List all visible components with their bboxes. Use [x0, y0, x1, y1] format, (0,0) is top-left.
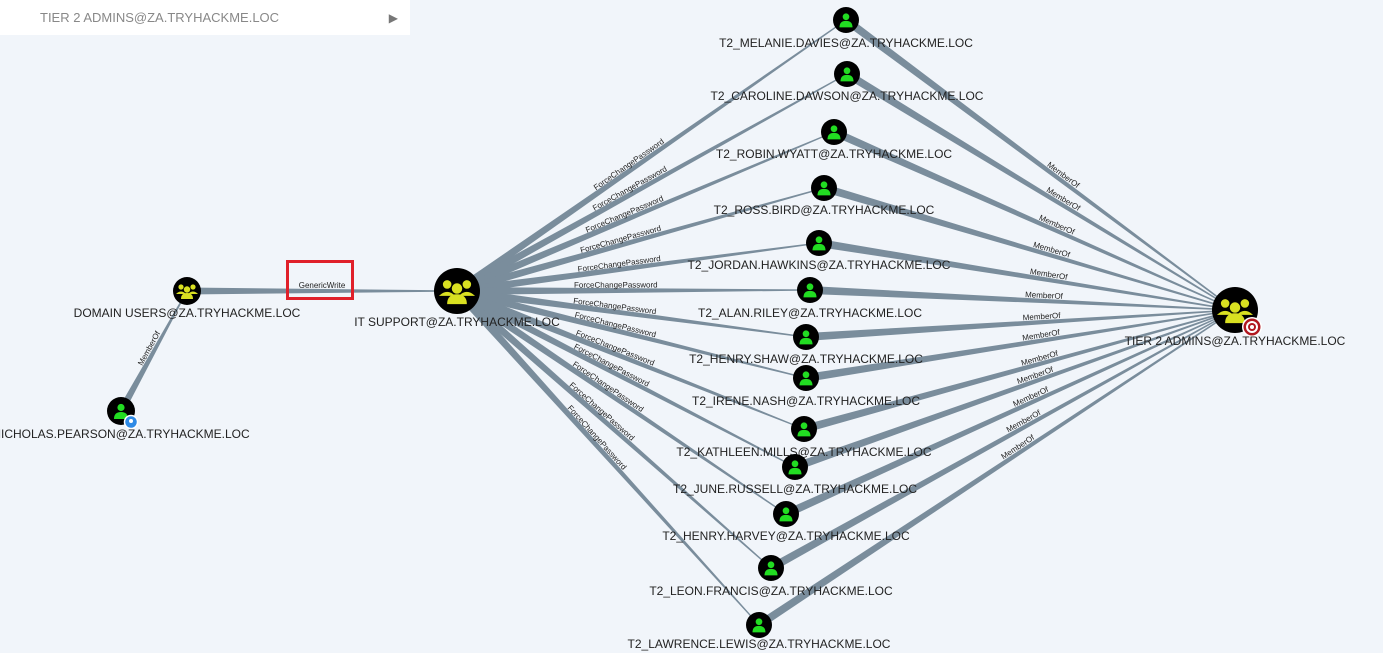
group-icon [176, 284, 198, 299]
node-label: T2_JORDAN.HAWKINS@ZA.TRYHACKME.LOC [688, 258, 951, 272]
node-label: T2_ALAN.RILEY@ZA.TRYHACKME.LOC [698, 306, 922, 320]
edge-line[interactable] [832, 128, 1236, 311]
edge-line[interactable] [844, 70, 1236, 311]
user-icon [803, 283, 817, 298]
edge-line[interactable] [456, 242, 820, 295]
edge-memberof[interactable]: MemberOf [805, 309, 1236, 341]
edge-line[interactable] [454, 288, 760, 626]
node-label: T2_ROBIN.WYATT@ZA.TRYHACKME.LOC [716, 147, 953, 161]
user-icon [799, 330, 813, 345]
user-node[interactable]: T2_HENRY.SHAW@ZA.TRYHACKME.LOC [689, 324, 923, 366]
node-label: T2_IRENE.NASH@ZA.TRYHACKME.LOC [692, 394, 920, 408]
edge-forcechangepassword[interactable]: ForceChangePassword [456, 280, 811, 295]
generic-write-highlight-box [286, 260, 354, 300]
edge-line[interactable] [802, 309, 1236, 433]
node-label: IT SUPPORT@ZA.TRYHACKME.LOC [354, 315, 560, 329]
user-icon [839, 13, 853, 28]
edge-line[interactable] [822, 184, 1236, 311]
user-node[interactable]: NICHOLAS.PEARSON@ZA.TRYHACKME.LOC [0, 397, 250, 441]
edge-line[interactable] [456, 287, 807, 338]
edge-line[interactable] [456, 287, 811, 295]
edge-line[interactable] [456, 287, 807, 379]
edge-line[interactable] [843, 16, 1236, 311]
node-label: T2_CAROLINE.DAWSON@ZA.TRYHACKME.LOC [711, 89, 984, 103]
edge-line[interactable] [187, 287, 457, 295]
group-node[interactable]: DOMAIN USERS@ZA.TRYHACKME.LOC [74, 277, 301, 320]
user-icon [799, 371, 813, 386]
edge-line[interactable] [454, 288, 772, 569]
user-node[interactable]: T2_KATHLEEN.MILLS@ZA.TRYHACKME.LOC [676, 416, 932, 459]
edge-line[interactable] [455, 131, 835, 295]
edge-line[interactable] [117, 290, 188, 413]
edge-line[interactable] [455, 287, 805, 430]
node-label: DOMAIN USERS@ZA.TRYHACKME.LOC [74, 306, 301, 320]
user-node[interactable]: T2_HENRY.HARVEY@ZA.TRYHACKME.LOC [662, 501, 910, 543]
user-icon [817, 181, 831, 196]
edge-label: MemberOf [1022, 311, 1061, 322]
user-node[interactable]: T2_JORDAN.HAWKINS@ZA.TRYHACKME.LOC [688, 230, 951, 272]
owned-marker-icon [123, 414, 139, 430]
node-label: T2_LAWRENCE.LEWIS@ZA.TRYHACKME.LOC [628, 637, 891, 651]
group-node[interactable]: IT SUPPORT@ZA.TRYHACKME.LOC [354, 268, 560, 329]
user-icon [788, 460, 802, 475]
edge-line[interactable] [805, 309, 1236, 341]
edge-genericwrite[interactable]: GenericWrite [187, 281, 457, 295]
search-input[interactable]: TIER 2 ADMINS@ZA.TRYHACKME.LOC [40, 10, 280, 25]
user-icon [827, 125, 841, 140]
user-icon [764, 561, 778, 576]
user-icon [840, 67, 854, 82]
edge-line[interactable] [809, 286, 1236, 311]
search-bar[interactable]: TIER 2 ADMINS@ZA.TRYHACKME.LOC ▶ [0, 0, 410, 35]
edge-label: GenericWrite [299, 281, 346, 290]
edge-line[interactable] [793, 309, 1236, 471]
user-node[interactable]: T2_IRENE.NASH@ZA.TRYHACKME.LOC [692, 365, 920, 408]
user-icon [812, 236, 826, 251]
edge-line[interactable] [818, 239, 1236, 311]
edge-line[interactable] [455, 187, 825, 295]
target-icon [1242, 317, 1262, 337]
node-label: T2_MELANIE.DAVIES@ZA.TRYHACKME.LOC [719, 36, 973, 50]
user-node[interactable]: T2_LAWRENCE.LEWIS@ZA.TRYHACKME.LOC [628, 612, 891, 651]
edge-line[interactable] [455, 73, 848, 295]
node-label: T2_JUNE.RUSSELL@ZA.TRYHACKME.LOC [673, 482, 917, 496]
edge-line[interactable] [805, 309, 1236, 382]
group-node[interactable]: TIER 2 ADMINS@ZA.TRYHACKME.LOC [1125, 287, 1346, 348]
edge-memberof[interactable]: MemberOf [809, 286, 1236, 311]
node-label: NICHOLAS.PEARSON@ZA.TRYHACKME.LOC [0, 427, 250, 441]
group-icon [1216, 299, 1254, 324]
edge-label: MemberOf [1025, 290, 1064, 301]
user-icon [797, 422, 811, 437]
edge-line[interactable] [784, 309, 1236, 518]
edge-label: ForceChangePassword [574, 280, 658, 289]
user-node[interactable]: T2_ALAN.RILEY@ZA.TRYHACKME.LOC [698, 277, 922, 320]
node-label: T2_ROSS.BIRD@ZA.TRYHACKME.LOC [714, 203, 935, 217]
user-node[interactable]: T2_ROBIN.WYATT@ZA.TRYHACKME.LOC [716, 119, 953, 161]
node-label: T2_LEON.FRANCIS@ZA.TRYHACKME.LOC [649, 584, 893, 598]
node-label: T2_HENRY.SHAW@ZA.TRYHACKME.LOC [689, 352, 923, 366]
user-node[interactable]: T2_CAROLINE.DAWSON@ZA.TRYHACKME.LOC [711, 61, 984, 103]
edge-line[interactable] [454, 287, 787, 515]
user-node[interactable]: T2_JUNE.RUSSELL@ZA.TRYHACKME.LOC [673, 454, 917, 496]
edge-memberof[interactable]: MemberOf [818, 239, 1236, 311]
node-label: T2_HENRY.HARVEY@ZA.TRYHACKME.LOC [662, 529, 910, 543]
edge-line[interactable] [455, 287, 796, 468]
edge-memberof[interactable]: MemberOf [805, 309, 1236, 382]
edge-line[interactable] [769, 309, 1236, 572]
user-node[interactable]: T2_LEON.FRANCIS@ZA.TRYHACKME.LOC [649, 555, 893, 598]
play-icon[interactable]: ▶ [388, 10, 398, 25]
edge-line[interactable] [756, 309, 1236, 629]
user-node[interactable]: T2_MELANIE.DAVIES@ZA.TRYHACKME.LOC [719, 7, 973, 50]
user-icon [752, 618, 766, 633]
node-label: TIER 2 ADMINS@ZA.TRYHACKME.LOC [1125, 334, 1346, 348]
node-label: T2_KATHLEEN.MILLS@ZA.TRYHACKME.LOC [676, 445, 931, 459]
user-icon [779, 507, 793, 522]
user-icon [114, 403, 128, 419]
edge-line[interactable] [454, 19, 847, 295]
group-icon [438, 280, 476, 305]
user-node[interactable]: T2_ROSS.BIRD@ZA.TRYHACKME.LOC [714, 175, 935, 217]
